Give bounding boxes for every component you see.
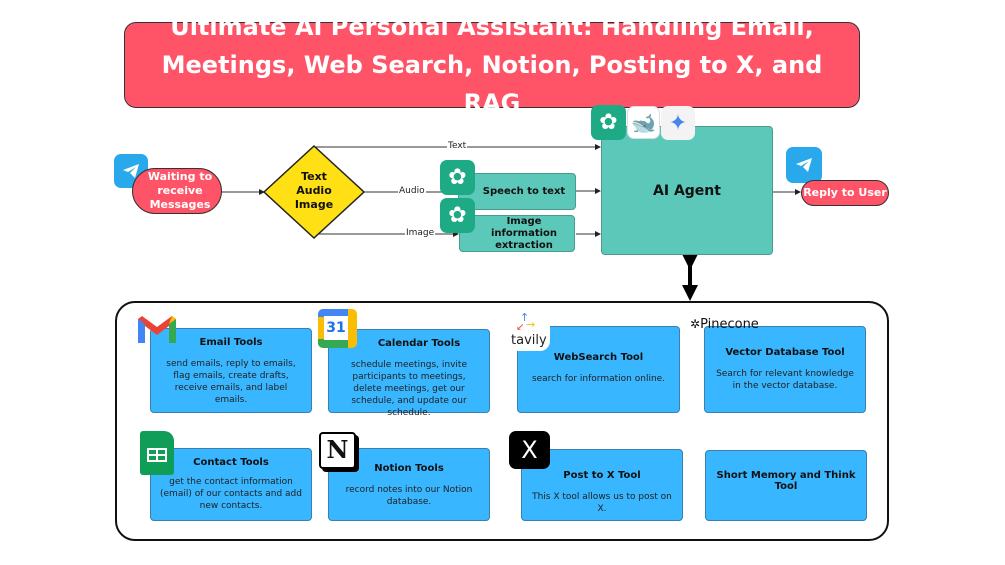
- tool-title: Calendar Tools: [377, 338, 461, 349]
- openai-icon: ✿: [591, 105, 626, 140]
- tool-card-contact: Contact Tools get the contact information…: [150, 448, 312, 521]
- calendar-date: 31: [324, 316, 348, 340]
- tool-card-calendar: Calendar Tools schedule meetings, invite …: [328, 329, 490, 418]
- gemini-icon: ✦: [661, 106, 695, 140]
- google-calendar-icon: 31: [318, 309, 357, 348]
- x-icon: X: [509, 431, 550, 469]
- ai-agent-node: AI Agent: [601, 126, 773, 255]
- telegram-icon: [786, 147, 822, 183]
- tool-title: Email Tools: [199, 337, 263, 348]
- openai-icon: ✿: [440, 160, 475, 195]
- tool-card-websearch: WebSearch Tool search for information onl…: [517, 326, 680, 413]
- tool-title: Contact Tools: [193, 457, 269, 468]
- edge-label-text: Text: [447, 141, 468, 151]
- notion-icon: N: [319, 432, 356, 469]
- reply-to-user-node: Reply to User: [801, 180, 889, 206]
- google-sheets-icon: [140, 431, 174, 475]
- tool-card-memory: Short Memory and Think Tool: [705, 450, 867, 521]
- tool-title: WebSearch Tool: [553, 352, 644, 363]
- tavily-icon: ↑ → ↙ tavily: [508, 311, 550, 351]
- tool-desc: Search for relevant knowledge in the vec…: [716, 369, 854, 391]
- decision-audio: Audio: [296, 184, 332, 197]
- tool-card-email: Email Tools send emails, reply to emails,…: [150, 328, 312, 413]
- openai-icon: ✿: [440, 198, 475, 233]
- tool-desc: get the contact information (email) of o…: [160, 477, 302, 511]
- tavily-wordmark: tavily: [511, 333, 547, 348]
- speech-to-text-node: Speech to text: [458, 173, 576, 210]
- decision-diamond: [262, 144, 366, 240]
- deepseek-icon: 🐋: [627, 106, 660, 139]
- tool-title: Short Memory and Think Tool: [716, 470, 856, 492]
- decision-labels: Text Audio Image: [284, 170, 344, 212]
- edge-label-audio: Audio: [398, 186, 426, 196]
- gmail-icon: [136, 313, 178, 345]
- pinecone-wordmark: Pinecone: [700, 317, 759, 332]
- tool-desc: schedule meetings, invite participants t…: [351, 360, 467, 418]
- image-extraction-node: Image information extraction: [459, 215, 575, 252]
- tools-container: [115, 301, 889, 541]
- decision-text: Text: [301, 170, 327, 183]
- tool-desc: search for information online.: [531, 374, 666, 384]
- edge-label-image: Image: [405, 228, 436, 238]
- tool-title: Vector Database Tool: [725, 347, 845, 358]
- tool-desc: record notes into our Notion database.: [345, 485, 473, 507]
- waiting-messages-node: Waiting to receive Messages: [132, 168, 222, 214]
- pinecone-icon: ✲Pinecone: [690, 317, 759, 332]
- tool-title: Post to X Tool: [563, 470, 641, 481]
- tool-desc: This X tool allows us to post on X.: [532, 492, 672, 514]
- tool-title: Notion Tools: [374, 463, 444, 474]
- tool-desc: send emails, reply to emails, flag email…: [166, 359, 296, 405]
- decision-image: Image: [294, 198, 334, 211]
